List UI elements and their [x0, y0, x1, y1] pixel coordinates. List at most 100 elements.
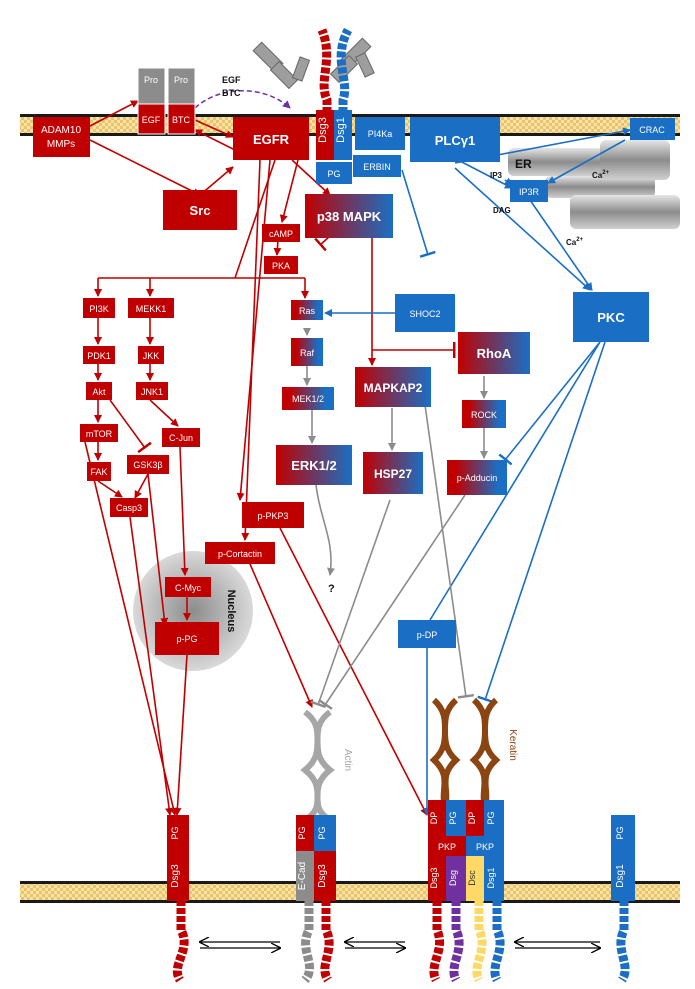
svg-text:p-Cortactin: p-Cortactin — [218, 549, 262, 559]
p-dp-node: p-DP — [398, 620, 456, 648]
svg-text:p-DP: p-DP — [417, 630, 438, 640]
jkk-node: JKK — [138, 346, 164, 364]
mapkap2-node: MAPKAP2 — [355, 367, 431, 407]
svg-text:PKP: PKP — [438, 842, 456, 852]
cjun-node: C-Jun — [162, 428, 200, 447]
svg-text:PI4Ka: PI4Ka — [368, 129, 393, 139]
dsg1-top-strand — [336, 27, 353, 145]
bottom-membrane — [20, 881, 680, 903]
svg-text:PKC: PKC — [597, 310, 625, 325]
p-cortactin-node: p-Cortactin — [205, 542, 275, 564]
ip3r-node: IP3R — [510, 180, 548, 202]
keratin-filament-2 — [469, 697, 501, 817]
actin-filament — [300, 709, 335, 823]
svg-text:MEK1/2: MEK1/2 — [292, 394, 324, 404]
svg-text:p38 MAPK: p38 MAPK — [317, 209, 382, 224]
gray-arrows — [303, 328, 488, 710]
svg-text:Dsg3: Dsg3 — [170, 864, 181, 888]
svg-text:Dsg3: Dsg3 — [317, 864, 328, 888]
svg-text:C-Jun: C-Jun — [169, 433, 193, 443]
mek12-node: MEK1/2 — [282, 387, 334, 410]
svg-text:Dsg3: Dsg3 — [317, 117, 329, 143]
ecad-bottom-strand — [301, 900, 314, 983]
svg-text:ERK1/2: ERK1/2 — [291, 458, 337, 473]
svg-text:PKA: PKA — [272, 261, 290, 271]
svg-text:Casp3: Casp3 — [116, 503, 142, 513]
svg-text:Pro: Pro — [144, 75, 158, 85]
svg-text:PG: PG — [486, 811, 496, 824]
keratin-label: Keratin — [507, 729, 518, 761]
dsg-bottom-strand — [449, 900, 464, 983]
svg-text:Dsg3: Dsg3 — [429, 867, 439, 888]
camp-node: cAMP — [262, 224, 300, 242]
svg-text:RhoA: RhoA — [477, 346, 512, 361]
erk12-node: ERK1/2 — [276, 445, 352, 485]
svg-text:Dsg1: Dsg1 — [335, 117, 347, 143]
svg-text:PG: PG — [615, 826, 625, 839]
svg-text:MEKK1: MEKK1 — [136, 304, 167, 314]
pdk1-node: PDK1 — [83, 346, 115, 364]
junction-4: PG Dsg1 — [611, 815, 635, 901]
pi3k-node: PI3K — [83, 298, 115, 318]
ligand-pro-boxes: Pro Pro EGF BTC — [137, 67, 196, 135]
svg-text:PG: PG — [448, 811, 458, 824]
svg-text:PG: PG — [170, 826, 180, 839]
red-arrows — [84, 100, 456, 816]
dsc-bottom-strand — [472, 900, 487, 983]
gsk3b-node: GSK3β — [127, 455, 169, 474]
egf-box-label: EGF — [142, 115, 161, 125]
dsg1-bottom-strand-1 — [490, 900, 505, 983]
p-pkp3-node: p-PKP3 — [242, 502, 304, 528]
unknown-target-mark: ? — [328, 583, 335, 595]
svg-text:PDK1: PDK1 — [87, 351, 111, 361]
svg-text:IP3R: IP3R — [519, 187, 540, 197]
akt-node: Akt — [86, 382, 112, 400]
rhoa-node: RhoA — [458, 332, 530, 374]
svg-text:C-Myc: C-Myc — [175, 583, 201, 593]
p-adducin-node: p-Adducin — [447, 460, 507, 495]
svg-text:GSK3β: GSK3β — [133, 460, 162, 470]
svg-text:E-Cad: E-Cad — [297, 862, 308, 890]
erbin-node: ERBIN — [353, 155, 401, 177]
svg-text:Dsc: Dsc — [467, 870, 477, 886]
mekk1-node: MEKK1 — [128, 298, 174, 318]
pg-top-node: PG — [316, 162, 352, 184]
egf-btc-dashed-arrow — [194, 90, 291, 109]
dag-label: DAG — [493, 206, 511, 215]
svg-text:cAMP: cAMP — [269, 229, 293, 239]
svg-text:FAK: FAK — [90, 467, 107, 477]
svg-text:HSP27: HSP27 — [374, 467, 412, 481]
svg-text:DP: DP — [429, 812, 439, 825]
nucleus-label: Nucleus — [225, 590, 237, 633]
mtor-node: mTOR — [80, 424, 118, 442]
egf-text: EGF — [222, 75, 241, 85]
egfr-node: EGFR — [233, 117, 309, 160]
svg-text:Ras: Ras — [299, 306, 316, 316]
endoplasmic-reticulum — [508, 140, 680, 229]
svg-text:Dsg1: Dsg1 — [486, 867, 496, 888]
svg-text:JKK: JKK — [143, 351, 160, 361]
junction-3: DP PG DP PG PKP PKP Dsg3 Dsg Dsc Dsg1 — [428, 800, 504, 901]
pkc-node: PKC — [573, 292, 649, 342]
adam10-mmps-node: ADAM10 MMPs — [33, 117, 90, 157]
er-label: ER — [515, 157, 532, 171]
p38-mapk-node: p38 MAPK — [305, 194, 393, 238]
dsg3-bottom-strand-2 — [320, 900, 334, 983]
svg-text:Src: Src — [190, 203, 211, 218]
svg-text:PG: PG — [297, 826, 307, 839]
btc-text: BTC — [222, 88, 241, 98]
ip3-label: IP3 — [490, 171, 503, 180]
calcium-label-1: Ca2+ — [592, 170, 610, 180]
svg-text:SHOC2: SHOC2 — [409, 309, 440, 319]
adhesion-double-arrows — [200, 942, 600, 948]
svg-text:PG: PG — [317, 826, 327, 839]
svg-text:p-Adducin: p-Adducin — [457, 473, 498, 483]
jnk1-node: JNK1 — [136, 382, 168, 400]
fak-node: FAK — [87, 462, 111, 481]
svg-text:EGFR: EGFR — [253, 132, 290, 147]
svg-text:DP: DP — [467, 812, 477, 825]
svg-text:PKP: PKP — [476, 842, 494, 852]
svg-text:Dsg: Dsg — [448, 870, 458, 886]
junction-2: PG PG E-Cad Dsg3 — [296, 815, 336, 901]
